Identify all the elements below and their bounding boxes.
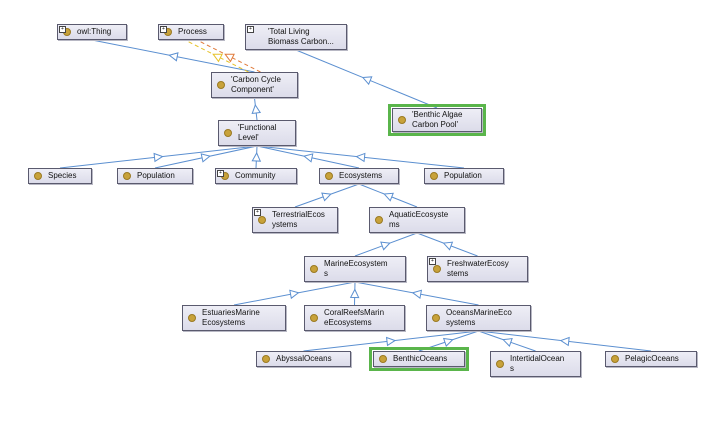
class-dot-icon bbox=[325, 172, 333, 180]
class-dot-icon bbox=[217, 81, 225, 89]
node-abyssal-oceans[interactable]: AbyssalOceans bbox=[256, 351, 351, 367]
node-label: Population bbox=[444, 171, 482, 180]
expand-box-icon[interactable]: + bbox=[247, 26, 254, 33]
class-dot-icon bbox=[432, 314, 440, 322]
node-total-living-biomass-carbon[interactable]: + 'Total Living Biomass Carbon... bbox=[245, 24, 347, 50]
node-label: Process bbox=[178, 27, 207, 36]
expand-box-icon[interactable]: + bbox=[160, 26, 167, 33]
node-label: MarineEcosystem s bbox=[324, 259, 388, 278]
node-owl-thing[interactable]: + owl:Thing bbox=[57, 24, 127, 40]
node-population[interactable]: Population bbox=[117, 168, 193, 184]
node-population[interactable]: Population bbox=[424, 168, 504, 184]
node-estuaries-marine-ecosystems[interactable]: EstuariesMarine Ecosystems bbox=[182, 305, 286, 331]
class-dot-icon bbox=[310, 314, 318, 322]
arrowhead bbox=[200, 153, 212, 163]
node-community[interactable]: + Community bbox=[215, 168, 297, 184]
node-label: CoralReefsMarin eEcosystems bbox=[324, 308, 385, 327]
class-dot-icon bbox=[375, 216, 383, 224]
arrowhead bbox=[442, 241, 454, 251]
node-benthic-oceans[interactable]: BenthicOceans bbox=[369, 347, 469, 371]
node-label: 'Total Living Biomass Carbon... bbox=[268, 27, 334, 46]
node-benthic-algae-carbon-pool[interactable]: 'Benthic Algae Carbon Pool' bbox=[388, 104, 486, 136]
class-dot-icon bbox=[496, 360, 504, 368]
node-label: Species bbox=[48, 171, 77, 180]
arrowhead bbox=[224, 53, 235, 63]
node-label: Ecosystems bbox=[339, 171, 383, 180]
class-dot-icon bbox=[430, 172, 438, 180]
node-functional-level[interactable]: 'Functional Level' bbox=[218, 120, 296, 146]
node-label: PelagicOceans bbox=[625, 354, 679, 363]
arrowhead bbox=[411, 289, 423, 300]
node-label: IntertidalOcean s bbox=[510, 354, 565, 373]
expand-box-icon[interactable]: + bbox=[217, 170, 224, 177]
class-dot-icon bbox=[258, 216, 266, 224]
node-ecosystems[interactable]: Ecosystems bbox=[319, 168, 399, 184]
node-label: FreshwaterEcosy stems bbox=[447, 259, 509, 278]
arrowhead bbox=[383, 192, 394, 202]
class-dot-icon bbox=[379, 355, 387, 363]
node-label: AbyssalOceans bbox=[276, 354, 332, 363]
arrowhead bbox=[251, 103, 262, 115]
class-dot-icon bbox=[123, 172, 131, 180]
arrowhead bbox=[212, 53, 223, 63]
class-dot-icon bbox=[611, 355, 619, 363]
arrowhead bbox=[321, 192, 332, 202]
arrowhead bbox=[355, 152, 366, 163]
arrowhead bbox=[153, 152, 164, 163]
expand-box-icon[interactable]: + bbox=[429, 258, 436, 265]
node-label: 'Benthic Algae Carbon Pool' bbox=[412, 110, 463, 129]
class-dot-icon bbox=[433, 265, 441, 273]
class-dot-icon bbox=[310, 265, 318, 273]
arrowhead bbox=[251, 151, 262, 162]
arrowhead bbox=[168, 52, 179, 62]
arrowhead bbox=[289, 289, 300, 300]
arrowhead bbox=[442, 337, 454, 347]
expand-box-icon[interactable]: + bbox=[59, 26, 66, 33]
node-species[interactable]: Species bbox=[28, 168, 92, 184]
expand-box-icon[interactable]: + bbox=[254, 209, 261, 216]
class-dot-icon bbox=[398, 116, 406, 124]
class-dot-icon bbox=[224, 129, 232, 137]
node-marine-ecosystems[interactable]: MarineEcosystem s bbox=[304, 256, 406, 282]
arrowhead bbox=[385, 336, 397, 347]
node-label: BenthicOceans bbox=[393, 354, 448, 363]
node-oceans-marine-ecosystems[interactable]: OceansMarineEco systems bbox=[426, 305, 531, 331]
class-dot-icon bbox=[188, 314, 196, 322]
node-label: Community bbox=[235, 171, 276, 180]
node-pelagic-oceans[interactable]: PelagicOceans bbox=[605, 351, 697, 367]
node-coral-reefs-marine-ecosystems[interactable]: CoralReefsMarin eEcosystems bbox=[304, 305, 405, 331]
arrowhead bbox=[302, 153, 314, 163]
node-label: EstuariesMarine Ecosystems bbox=[202, 308, 260, 327]
arrowhead bbox=[349, 288, 360, 299]
node-terrestrial-ecosystems[interactable]: + TerrestrialEcos ystems bbox=[252, 207, 338, 233]
arrowhead bbox=[502, 337, 513, 348]
node-label: 'Carbon Cycle Component' bbox=[231, 75, 281, 94]
arrowhead bbox=[559, 336, 570, 347]
node-label: TerrestrialEcos ystems bbox=[272, 210, 325, 229]
node-label: 'Functional Level' bbox=[238, 123, 277, 142]
node-carbon-cycle-component[interactable]: 'Carbon Cycle Component' bbox=[211, 72, 298, 98]
node-label: owl:Thing bbox=[77, 27, 112, 36]
node-label: OceansMarineEco systems bbox=[446, 308, 512, 327]
node-freshwater-ecosystems[interactable]: + FreshwaterEcosy stems bbox=[427, 256, 528, 282]
node-label: AquaticEcosyste ms bbox=[389, 210, 449, 229]
class-dot-icon bbox=[262, 355, 270, 363]
class-dot-icon bbox=[34, 172, 42, 180]
node-aquatic-ecosystems[interactable]: AquaticEcosyste ms bbox=[369, 207, 465, 233]
node-process[interactable]: + Process bbox=[158, 24, 224, 40]
node-intertidal-oceans[interactable]: IntertidalOcean s bbox=[490, 351, 581, 377]
arrowhead bbox=[361, 76, 373, 86]
node-label: Population bbox=[137, 171, 175, 180]
arrowhead bbox=[380, 241, 391, 251]
